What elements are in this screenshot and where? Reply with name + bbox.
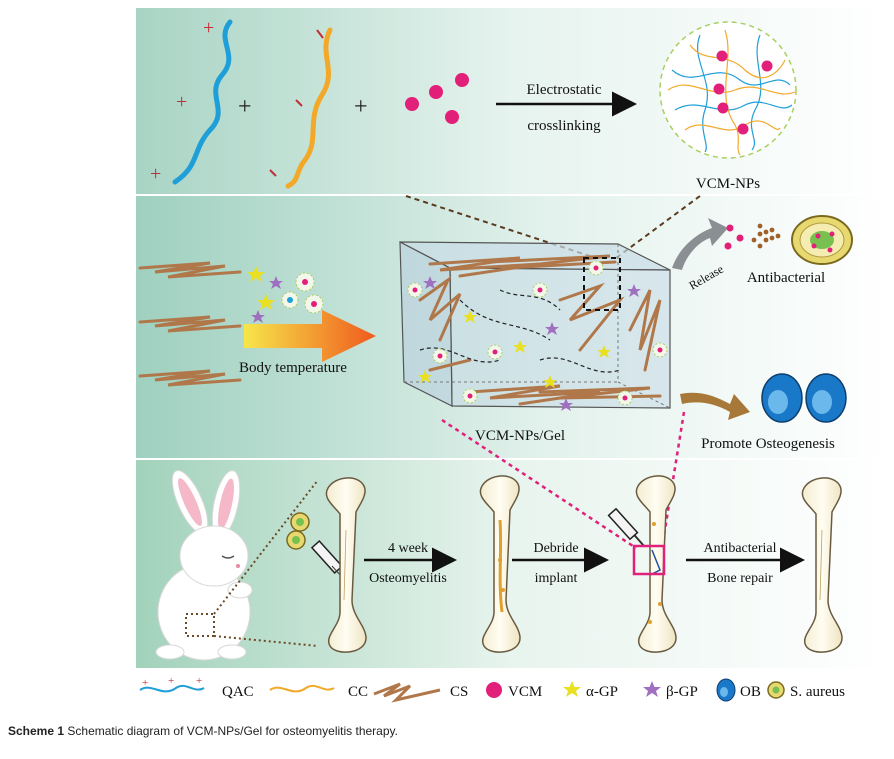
vcm-dots [405,73,469,124]
legend-qac-label: QAC [222,684,254,700]
bacteria-small [286,512,310,550]
implant-site-box [632,544,666,576]
legend-qac-icon [139,684,205,693]
plus-sign-2: + [354,94,368,120]
osteogenesis-arrow [680,392,750,420]
svg-text:+: + [142,677,148,689]
released-drug-dots [724,223,781,250]
syringe-implant [607,507,645,547]
arrow-label-line2: crosslinking [527,118,601,134]
legend-cc-label: CC [348,684,368,700]
caption-prefix: Scheme 1 [8,724,65,738]
vcm-np-particle [659,21,797,159]
legend-beta-gp-icon [643,681,661,697]
legend-cs-label: CS [450,684,468,700]
step3-line1: Antibacterial [703,541,776,556]
svg-text:+: + [176,91,187,113]
vcm-nps-label: VCM-NPs [696,176,760,192]
caption-text: Schematic diagram of VCM-NPs/Gel for ost… [67,724,398,738]
legend-alpha-gp-icon [563,681,581,697]
vcm-nps-gel-label: VCM-NPs/Gel [475,428,565,444]
magenta-line-left [441,418,637,550]
cc-chain [269,27,333,189]
rabbit [155,470,253,661]
step2-line1: Debride [533,541,578,556]
svg-text:+: + [203,17,214,39]
legend-vcm-label: VCM [508,684,542,700]
release-arrow [672,218,728,270]
legend: + + + QAC CC CS VCM α-GP β-GP OB S. aure… [139,675,845,703]
gel-cube [399,240,671,411]
body-temperature-label: Body temperature [239,360,347,376]
legend-vcm-icon [486,682,502,698]
vcm-np-mini-left [281,272,324,314]
legend-ob-label: OB [740,684,761,700]
legend-cc-icon [269,684,335,693]
legend-cs-icon [373,682,441,703]
svg-text:+: + [150,163,161,185]
bone-healthy [325,477,367,653]
step2-line2: implant [535,571,578,586]
plus-sign-1: + [238,94,252,120]
body-temperature-arrow [244,310,376,362]
step3-line2: Bone repair [707,571,773,586]
cs-chains-left [138,261,242,387]
bone-repaired [801,477,843,653]
step1-line1: 4 week [388,541,428,556]
qac-chain: + + + [150,17,233,185]
figure-caption: Scheme 1 Schematic diagram of VCM-NPs/Ge… [8,724,888,746]
ob-cells [761,373,847,423]
antibacterial-label: Antibacterial [747,270,825,286]
arrow-label-line1: Electrostatic [527,82,602,98]
s-aureus-cell [791,215,853,265]
svg-text:+: + [196,675,202,687]
legend-alpha-gp-label: α-GP [586,684,618,700]
step1-line2: Osteomyelitis [369,571,447,586]
gp-stars-left [247,266,283,323]
cube-zoom-box [583,257,621,311]
rabbit-zoom-line-top [213,479,319,615]
osteogenesis-label: Promote Osteogenesis [701,436,835,452]
legend-s-aureus-label: S. aureus [790,684,845,700]
svg-text:+: + [168,675,174,687]
bone-infected [479,475,521,653]
legend-beta-gp-label: β-GP [666,684,698,700]
